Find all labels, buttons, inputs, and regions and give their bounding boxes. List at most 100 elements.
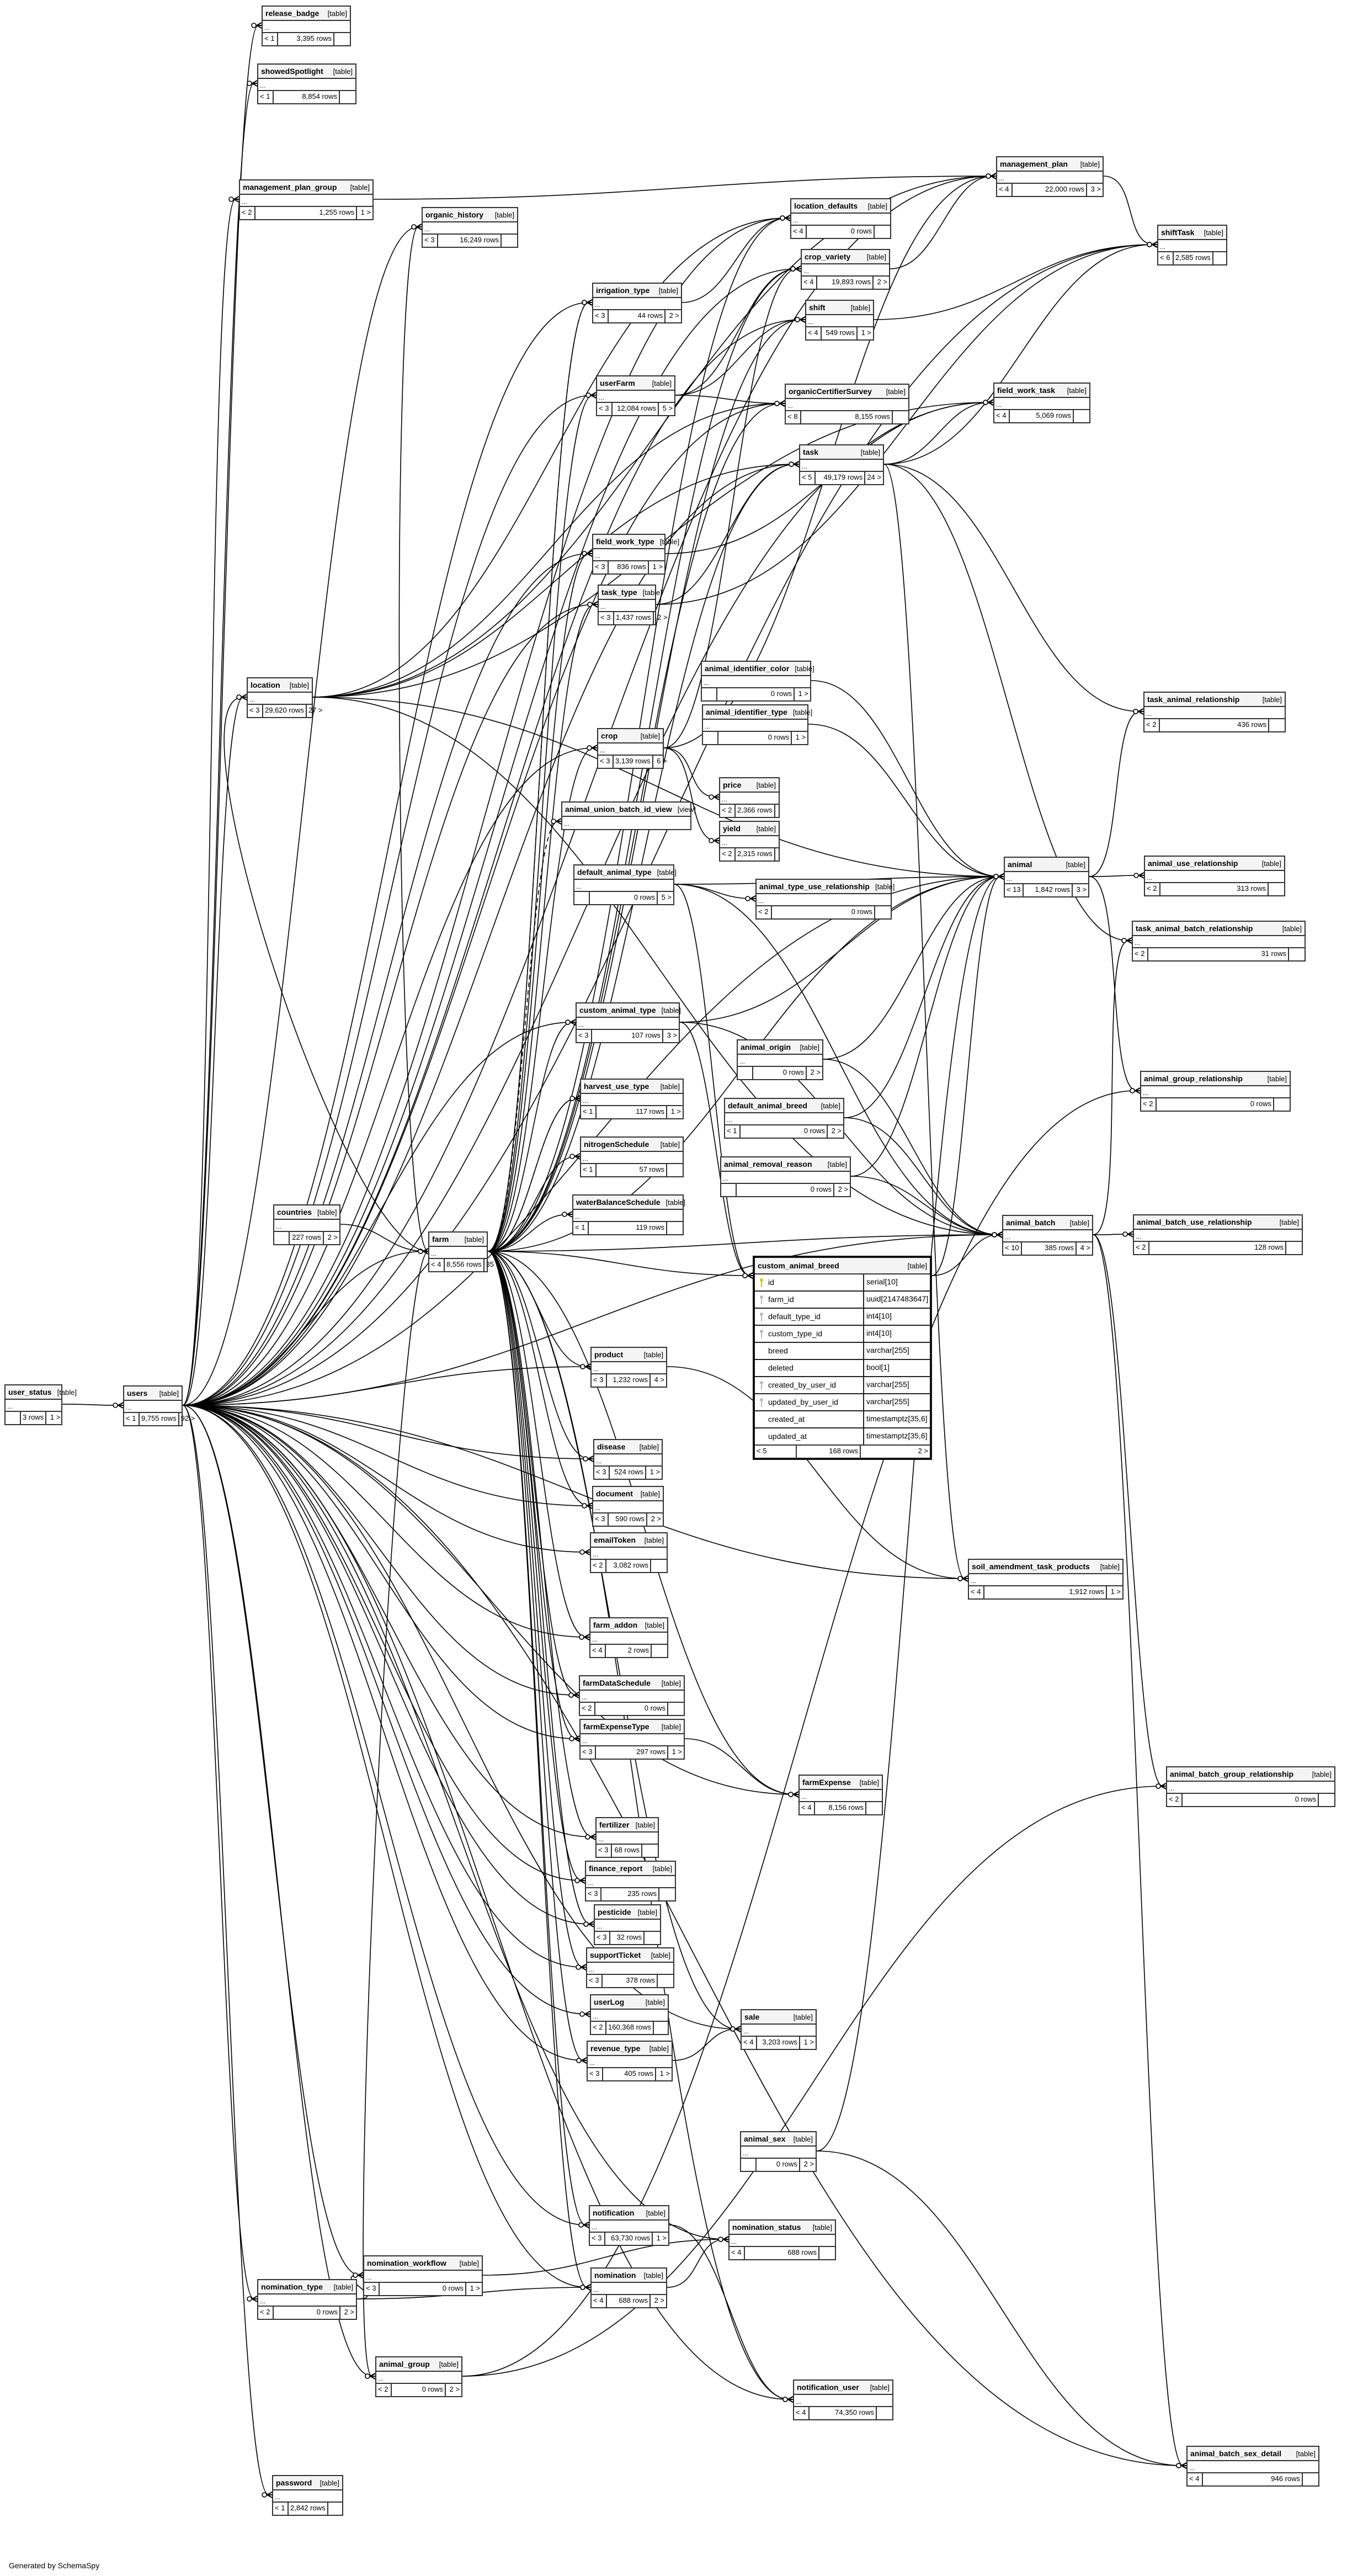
children-link[interactable] <box>667 1164 683 1176</box>
table-name[interactable]: fertilizer <box>599 1820 630 1829</box>
parents-link[interactable]: < 3 <box>423 235 438 247</box>
table-name[interactable]: animal <box>1008 860 1032 869</box>
parents-link[interactable]: < 1 <box>124 1413 140 1425</box>
table-name[interactable]: location <box>251 681 280 689</box>
table-name[interactable]: irrigation_type <box>596 286 650 295</box>
children-link[interactable] <box>334 33 350 45</box>
table-name[interactable]: animal_identifier_type <box>706 708 787 716</box>
children-link[interactable]: 2 > <box>803 2160 814 2168</box>
children-link[interactable]: 2 > <box>651 1515 661 1523</box>
parents-link[interactable]: < 4 <box>590 1645 606 1657</box>
children-link[interactable] <box>652 1645 667 1657</box>
table-animal-type-use-relationship[interactable]: animal_type_use_relationship[table]...< … <box>755 879 895 920</box>
children-link[interactable]: 1 > <box>798 689 808 698</box>
parents-link[interactable]: < 4 <box>429 1259 445 1271</box>
parents-link[interactable]: < 2 <box>376 2384 392 2396</box>
table-name[interactable]: animal_identifier_color <box>705 664 790 673</box>
table-name[interactable]: location_defaults <box>794 201 858 210</box>
table-name[interactable]: management_plan_group <box>243 183 337 192</box>
parents-link[interactable]: < 3 <box>364 2283 380 2295</box>
parents-link[interactable]: < 3 <box>593 561 609 573</box>
parents-link[interactable]: < 2 <box>1133 948 1148 960</box>
table-name[interactable]: animal_sex <box>744 2134 786 2143</box>
table-name[interactable]: task <box>803 448 819 456</box>
table-name[interactable]: disease <box>597 1442 626 1451</box>
table-name[interactable]: product <box>594 1350 624 1359</box>
table-name[interactable]: nomination_status <box>732 2223 801 2232</box>
parents-link[interactable]: < 2 <box>1134 1242 1149 1254</box>
children-link[interactable] <box>1286 1242 1302 1254</box>
table-name[interactable]: userLog <box>594 1998 625 2006</box>
children-link[interactable] <box>1319 1794 1334 1806</box>
table-name[interactable]: waterBalanceSchedule <box>576 1198 661 1207</box>
parents-link[interactable]: < 2 <box>720 805 736 817</box>
children-link[interactable]: 1 > <box>656 2234 667 2242</box>
children-link[interactable]: 5 > <box>661 893 672 901</box>
parents-link[interactable]: < 5 <box>755 1446 797 1458</box>
children-link[interactable] <box>877 2407 892 2419</box>
children-link[interactable] <box>775 805 791 817</box>
parents-link[interactable] <box>702 688 717 700</box>
children-link[interactable] <box>1269 883 1284 895</box>
children-link[interactable] <box>502 235 517 247</box>
children-link[interactable] <box>1274 1098 1290 1111</box>
children-link[interactable]: 5 > <box>662 404 673 412</box>
parents-link[interactable] <box>6 1412 21 1424</box>
children-link[interactable]: 2 > <box>654 2296 664 2304</box>
parents-link[interactable]: < 3 <box>598 756 614 768</box>
table-name[interactable]: user_status <box>8 1388 52 1396</box>
parents-link[interactable] <box>703 732 718 744</box>
children-link[interactable] <box>658 1975 673 1987</box>
parents-link[interactable]: < 1 <box>573 1222 589 1234</box>
table-name[interactable]: organic_history <box>425 210 484 219</box>
table-name[interactable]: nitrogenSchedule <box>584 1140 649 1149</box>
children-link[interactable]: 1 > <box>1110 1587 1121 1596</box>
parents-link[interactable]: < 1 <box>263 33 278 45</box>
table-name[interactable]: task_animal_relationship <box>1147 695 1240 704</box>
table-name[interactable]: pesticide <box>598 1908 631 1916</box>
table-name[interactable]: shiftTask <box>1161 228 1195 237</box>
table-name[interactable]: farmExpense <box>802 1778 851 1787</box>
table-name[interactable]: animal_use_relationship <box>1148 859 1238 868</box>
table-name[interactable]: supportTicket <box>590 1951 641 1959</box>
children-link[interactable] <box>654 2022 669 2034</box>
children-link[interactable]: 4 > <box>1080 1244 1090 1252</box>
children-link[interactable] <box>819 2247 835 2259</box>
table-name[interactable]: farmDataSchedule <box>583 1679 651 1687</box>
children-link[interactable]: 2 > <box>669 311 679 320</box>
parents-link[interactable]: < 3 <box>595 1932 610 1944</box>
table-animal-batch-use-relationship[interactable]: animal_batch_use_relationship[table]...<… <box>1133 1214 1303 1255</box>
parents-link[interactable]: < 10 <box>1003 1242 1022 1255</box>
table-soil-amendment-task-products[interactable]: soil_amendment_task_products[table]...< … <box>968 1559 1124 1600</box>
table-name[interactable]: animal_type_use_relationship <box>759 882 870 891</box>
table-name[interactable]: nomination_type <box>261 2282 323 2291</box>
parents-link[interactable]: < 3 <box>590 2233 605 2245</box>
parents-link[interactable]: < 4 <box>730 2247 745 2259</box>
children-link[interactable]: 4 > <box>654 1375 664 1384</box>
children-link[interactable]: 2 > <box>838 1185 848 1193</box>
children-link[interactable]: 27 > <box>308 706 323 714</box>
parents-link[interactable] <box>574 892 590 904</box>
parents-link[interactable]: < 3 <box>577 1030 592 1042</box>
table-name[interactable]: nomination <box>594 2271 636 2280</box>
